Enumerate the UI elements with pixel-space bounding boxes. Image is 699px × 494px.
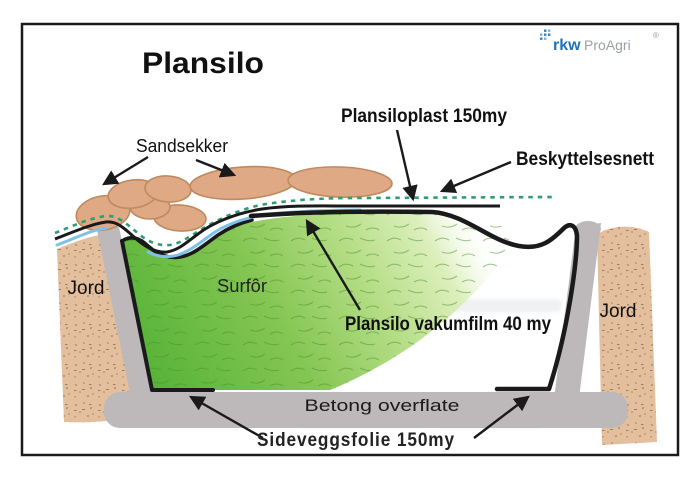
concrete-floor: [104, 392, 628, 428]
vacuum-film-arrow: [305, 218, 362, 311]
soil-right-texture: [597, 226, 657, 445]
soil-right-label: Jord: [600, 301, 637, 322]
side-foil-arrow-left: [188, 395, 264, 440]
logo-name-text: ProAgri: [584, 37, 631, 53]
concrete-wall-left: [97, 227, 156, 408]
concrete-trough: [97, 221, 628, 428]
logo-registered-mark: ®: [653, 31, 659, 40]
sandbags-arrow-right: [195, 158, 237, 178]
page-title: Plansilo: [142, 47, 264, 80]
side-wall-foil-label: Sideveggsfolie 150my: [257, 430, 455, 451]
logo-dots-icon: [540, 29, 551, 40]
silage-label: Surfôr: [217, 276, 267, 296]
top-film-line: [54, 204, 500, 254]
logo-brand-text: rkw: [553, 37, 581, 54]
vacuum-film-right-line: [248, 209, 580, 392]
rkw-proagri-logo: rkw ProAgri ®: [540, 29, 659, 54]
annotation-arrows: [102, 129, 530, 440]
protection-net-arrow: [439, 160, 512, 194]
top-film-label: Plansiloplast 150my: [341, 106, 507, 127]
concrete-wall-right: [554, 223, 601, 406]
vacuum-film-label: Plansilo vakumfilm 40 my: [345, 314, 551, 335]
soil-left-texture: [57, 234, 134, 423]
side-foil-arrow-right: [473, 395, 530, 439]
side-wall-foil-left-line: [120, 239, 215, 392]
sandbags-arrow-left: [102, 155, 149, 186]
soil-left-label: Jord: [68, 278, 105, 299]
top-film-arrow: [395, 129, 418, 202]
silage-texture: [122, 213, 510, 390]
protection-net-label: Beskyttelsesnett: [516, 149, 655, 170]
concrete-surface-label: Betong overflate: [305, 396, 460, 415]
sandbags-label: Sandsekker: [136, 136, 228, 156]
vacuum-film-blue-left: [55, 226, 108, 247]
silage-top-outline: [120, 218, 254, 260]
sandbags-group: [75, 165, 393, 232]
